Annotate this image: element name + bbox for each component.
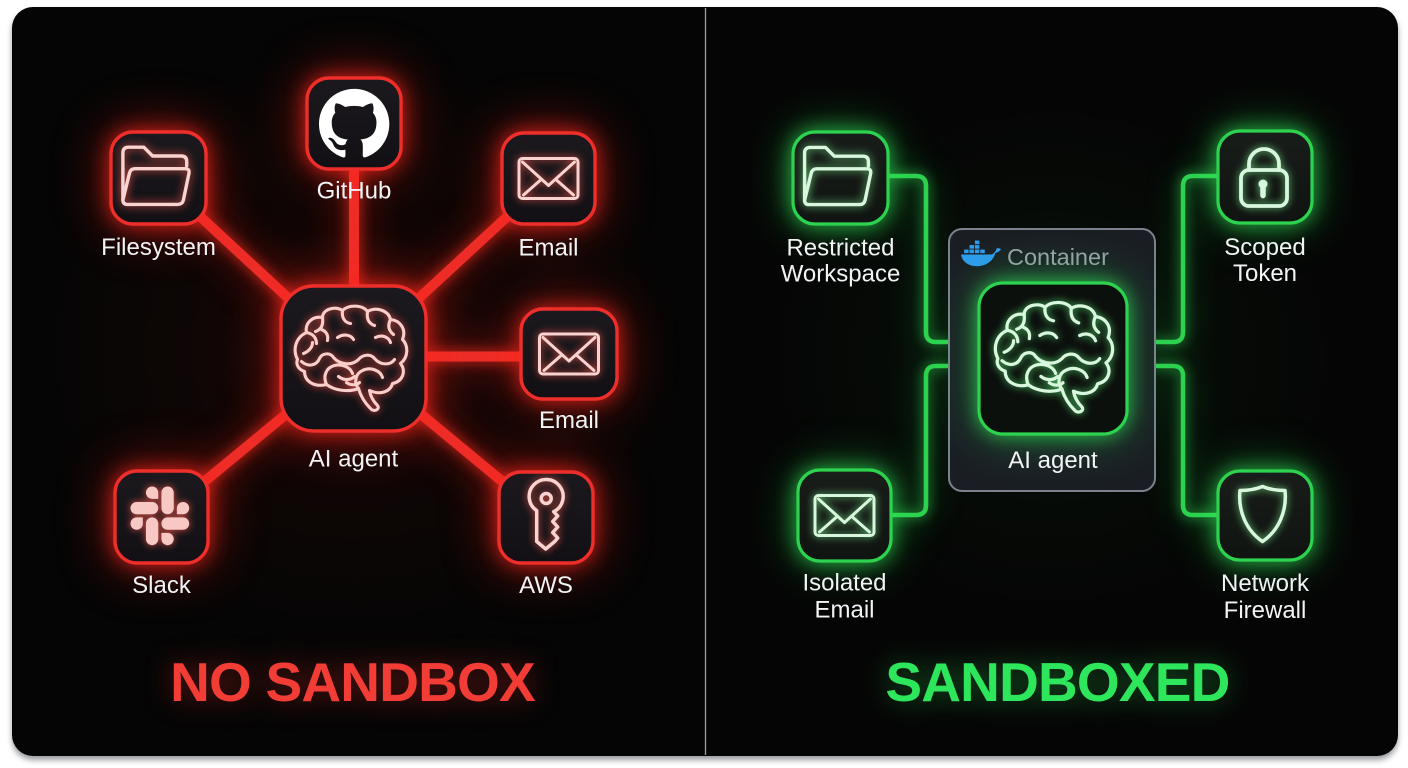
- svg-text:AWS: AWS: [519, 572, 573, 599]
- svg-text:AI agent: AI agent: [309, 446, 399, 473]
- svg-text:Restricted: Restricted: [786, 235, 894, 262]
- svg-text:Filesystem: Filesystem: [101, 234, 216, 261]
- svg-text:Firewall: Firewall: [1224, 597, 1307, 624]
- svg-text:Container: Container: [1007, 244, 1109, 270]
- svg-text:Network: Network: [1221, 570, 1310, 597]
- svg-text:Token: Token: [1233, 260, 1297, 287]
- svg-text:NO SANDBOX: NO SANDBOX: [170, 651, 536, 713]
- svg-text:Email: Email: [814, 597, 874, 624]
- svg-text:SANDBOXED: SANDBOXED: [885, 651, 1229, 713]
- svg-text:Isolated: Isolated: [802, 570, 886, 597]
- svg-text:Email: Email: [518, 235, 578, 262]
- svg-text:GitHub: GitHub: [317, 178, 392, 205]
- svg-text:Workspace: Workspace: [781, 261, 901, 288]
- svg-text:Slack: Slack: [132, 572, 192, 599]
- svg-text:Email: Email: [539, 407, 599, 434]
- svg-text:AI agent: AI agent: [1008, 447, 1098, 474]
- svg-text:Scoped: Scoped: [1224, 234, 1305, 261]
